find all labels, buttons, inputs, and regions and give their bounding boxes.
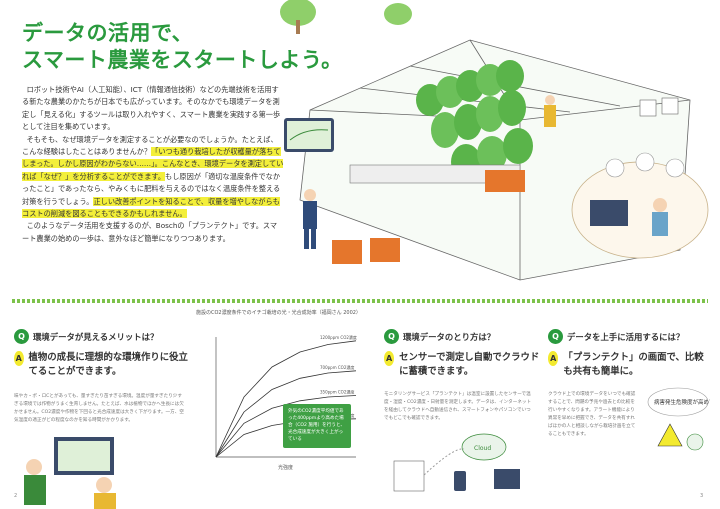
answer-row: A センサーで測定し自動でクラウドに蓄積できます。 <box>384 351 544 379</box>
sensor-box-icon <box>393 460 425 492</box>
q-badge-icon: Q <box>384 329 399 344</box>
intro-paragraph-1: ロボット技術やAI（人工知能）、ICT（情報通信技術）などの先端技術を活用する新… <box>22 84 284 134</box>
question-text: データを上手に活用するには？ <box>567 331 685 342</box>
intro-p1: ロボット技術やAI（人工知能）、ICT（情報通信技術）などの先端技術を活用する新… <box>22 85 281 132</box>
farmer-figure <box>303 189 317 249</box>
warning-icon <box>657 423 683 447</box>
a-badge-icon: A <box>548 351 559 366</box>
answer-text: 植物の成長に理想的な環境作りに役立てることができます。 <box>28 352 188 377</box>
intro-paragraph-3: このようなデータ活用を支援するのが、Boschの「プランテクト」です。スマート農… <box>22 220 284 245</box>
qa-block-3: Q データを上手に活用するには？ A 「プランテクト」の画面で、比較も共有も簡単に。… <box>548 326 713 451</box>
page-title: データの活用で、 スマート農業をスタートしよう。 <box>22 20 343 74</box>
intro-text: ロボット技術やAI（人工知能）、ICT（情報通信技術）などの先端技術を活用する新… <box>22 84 284 245</box>
smartphone-icon <box>454 471 466 491</box>
chart-title: 施設のCO2濃度条件でのイチゴ栽培の光・光合成効率（福岡さん 2002） <box>196 310 361 316</box>
intro-p2a: そもそも、なぜ環境データを測定することが必要なのでしょうか。たとえば、こんな経験… <box>22 134 278 157</box>
intro-paragraph-2: そもそも、なぜ環境データを測定することが必要なのでしょうか。たとえば、こんな経験… <box>22 134 284 221</box>
question-row: Q 環境データが見えるメリットは？ <box>14 326 189 345</box>
q-badge-icon: Q <box>548 329 563 344</box>
question-row: Q 環境データのとり方は？ <box>384 326 544 345</box>
intro-p2c: もし原因が「適切な温度条件でなかったこと」であったなら、やみくもに肥料を与えるの… <box>22 171 281 206</box>
chart-callout: 外気のCO2濃度平均値であった400ppmより高めた場合（CO2 施用）を行うと… <box>283 404 351 448</box>
question-text: 環境データが見えるメリットは？ <box>33 331 159 342</box>
chart-plot: 光強度 1200ppm CO2濃度 700ppm CO2濃度 350ppm CO2濃度… <box>215 334 357 471</box>
series-line <box>215 340 357 458</box>
a-badge-icon: A <box>384 351 395 366</box>
alert-illustration: 病害発生危険度が高め？ <box>647 387 710 451</box>
tree-icon <box>280 0 316 26</box>
qa1-body: 味やカ・ポ・ロCとがあっても、量すぎたり苗すぎる環境。温度が量すぎたり少すぎる環… <box>14 394 184 423</box>
co2-icon <box>686 433 704 451</box>
fan-icon <box>639 99 657 117</box>
q-badge-icon: Q <box>14 329 29 344</box>
alert-bubble-text: 病害発生危険度が高め？ <box>654 398 710 406</box>
cart-icon <box>485 170 525 192</box>
intro-p3: このようなデータ活用を支援するのが、Boschの「プランテクト」です。スマート農… <box>22 221 278 243</box>
laptop-icon <box>494 469 520 489</box>
cloud-diagram: Cloud <box>393 433 520 492</box>
answer-row: A 植物の成長に理想的な環境作りに役立てることができます。 <box>14 351 189 379</box>
answer-text: センサーで測定し自動でクラウドに蓄積できます。 <box>399 352 540 377</box>
greenhouse-illustration <box>280 0 709 281</box>
title-line-1: データの活用で、 <box>22 21 194 45</box>
series-label: 350ppm CO2濃度 <box>320 389 354 395</box>
dotted-divider <box>12 299 708 303</box>
crate-icon <box>370 238 400 262</box>
page-number-right: 3 <box>700 493 704 499</box>
bottom-section: Q 環境データが見えるメリットは？ A 植物の成長に理想的な環境作りに役立てることが… <box>0 310 720 509</box>
tree-icon <box>384 3 412 25</box>
qa-block-1: Q 環境データが見えるメリットは？ A 植物の成長に理想的な環境作りに役立てることが… <box>14 326 189 509</box>
sun-icon <box>635 152 655 172</box>
cloud-icon <box>461 433 507 461</box>
qa2-body: モニタリングサービス「プランテクト」は温室に設置したセンサーで温度・湿度・CO2… <box>384 392 532 421</box>
thermometer-icon <box>665 158 685 178</box>
cloud-label: Cloud <box>474 445 491 452</box>
a-badge-icon: A <box>14 351 24 366</box>
co2-chart: 施設のCO2濃度条件でのイチゴ栽培の光・光合成効率（福岡さん 2002） 光強度… <box>196 310 372 495</box>
crate-icon <box>332 240 362 264</box>
series-line <box>215 370 357 458</box>
people-at-computer-illustration <box>24 437 116 509</box>
monitor-icon <box>590 200 628 226</box>
top-section: データの活用で、 スマート農業をスタートしよう。 ロボット技術やAI（人工知能）… <box>22 0 709 281</box>
droplet-icon <box>605 158 625 178</box>
fan-icon <box>661 97 679 115</box>
farmer-figure <box>544 95 556 127</box>
series-label: 700ppm CO2濃度 <box>320 364 354 370</box>
title-line-2: スマート農業をスタートしよう。 <box>22 48 343 72</box>
question-text: 環境データのとり方は？ <box>403 331 496 342</box>
qa3-body: クラウド上での環境データをいつでも確認することで、問題の予兆や過去との比較を行い… <box>548 392 636 437</box>
series-label: 1200ppm CO2濃度 <box>320 334 357 340</box>
answer-row: A 「プランテクト」の画面で、比較も共有も簡単に。 <box>548 351 713 379</box>
answer-text: 「プランテクト」の画面で、比較も共有も簡単に。 <box>563 352 704 377</box>
plant-rows <box>349 60 533 184</box>
x-axis-label: 光強度 <box>278 464 293 471</box>
page-number-left: 2 <box>14 493 18 499</box>
qa-block-2: Q 環境データのとり方は？ A センサーで測定し自動でクラウドに蓄積できます。 モニ… <box>384 326 544 501</box>
question-row: Q データを上手に活用するには？ <box>548 326 713 345</box>
